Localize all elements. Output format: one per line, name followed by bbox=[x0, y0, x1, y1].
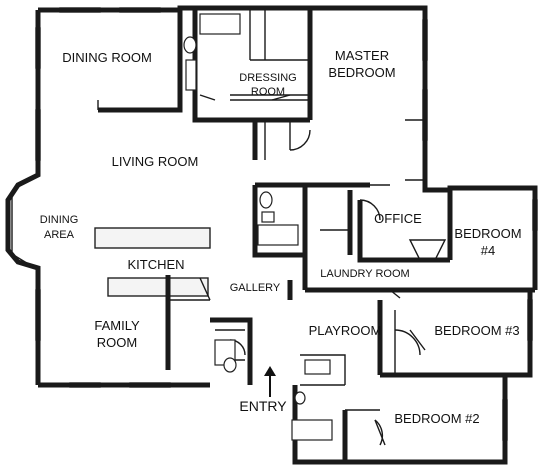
label-dressing-room-1: DRESSING bbox=[239, 72, 296, 84]
label-playroom: PLAYROOM bbox=[309, 323, 382, 338]
label-dressing-room-2: ROOM bbox=[251, 86, 285, 98]
bath-fixtures bbox=[183, 13, 333, 441]
label-bedroom4-2: #4 bbox=[481, 243, 495, 258]
label-master-bedroom-1: MASTER bbox=[335, 48, 389, 63]
label-gallery: GALLERY bbox=[230, 282, 281, 294]
label-kitchen: KITCHEN bbox=[127, 257, 184, 272]
door-swings bbox=[97, 94, 426, 446]
entry-arrow-icon bbox=[264, 366, 276, 397]
label-dining-area-1: DINING bbox=[40, 214, 79, 226]
label-dining-room: DINING ROOM bbox=[62, 50, 152, 65]
label-living-room: LIVING ROOM bbox=[112, 154, 199, 169]
label-dining-area-2: AREA bbox=[44, 229, 75, 241]
label-laundry-room: LAUNDRY ROOM bbox=[320, 268, 409, 280]
label-bedroom2: BEDROOM #2 bbox=[394, 411, 479, 426]
label-family-room-1: FAMILY bbox=[94, 318, 140, 333]
label-family-room-2: ROOM bbox=[97, 335, 137, 350]
label-entry: ENTRY bbox=[239, 398, 287, 414]
label-bedroom4-1: BEDROOM bbox=[454, 226, 521, 241]
label-office: OFFICE bbox=[374, 211, 422, 226]
room-labels: DINING ROOM MASTER BEDROOM DRESSING ROOM… bbox=[40, 48, 522, 426]
label-bedroom3: BEDROOM #3 bbox=[434, 323, 519, 338]
interior-walls bbox=[94, 8, 535, 446]
label-master-bedroom-2: BEDROOM bbox=[328, 65, 395, 80]
